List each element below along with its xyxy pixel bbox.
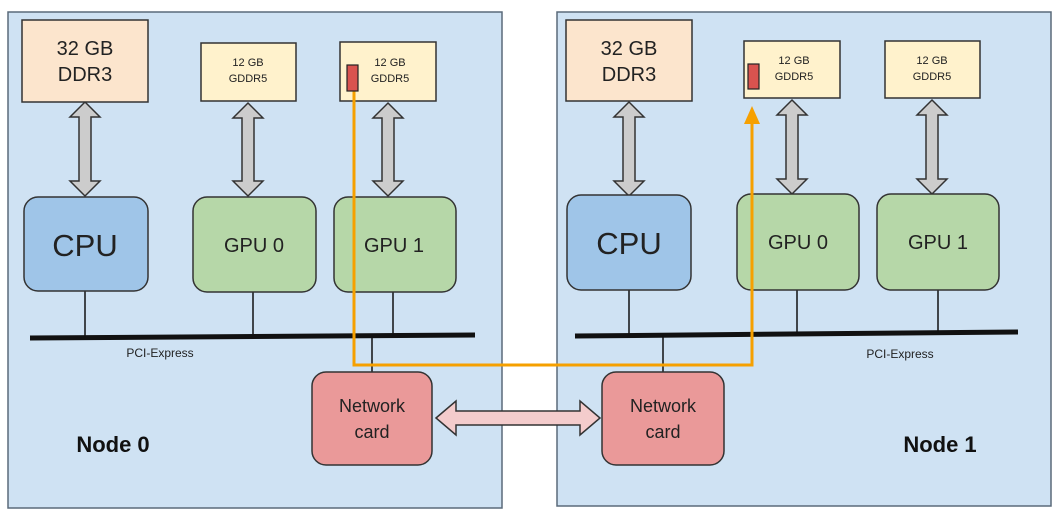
node-0-cpu-label: CPU [52, 228, 117, 263]
node-0-gpu0-memory-size: 12 GB [232, 57, 263, 69]
node-1-gpu0-memory-box [743, 40, 841, 99]
node-1-ram-size: 32 GB [601, 38, 658, 60]
node-0-gpu1-memory-size: 12 GB [374, 57, 405, 69]
source-data-marker [346, 64, 359, 92]
node-0-pci-express-bus [29, 332, 476, 341]
node-0-label: Node 0 [76, 432, 149, 457]
node-0-nic-label-line2: card [354, 422, 389, 442]
node-1-gpu1-memory-type: GDDR5 [913, 71, 952, 83]
node-1-gpu0-memory-type: GDDR5 [775, 71, 814, 83]
node-1-nic-label-line2: card [645, 422, 680, 442]
node-0-gpu0-memory-arrow [231, 101, 265, 198]
node-0-cpu-ram-arrow [68, 100, 102, 198]
node-1-ram-type: DDR3 [602, 64, 656, 86]
node-1-label: Node 1 [903, 432, 976, 457]
node-0-nic-label-line1: Network [339, 396, 406, 416]
node-0-network-card-box [311, 371, 433, 466]
node-1-gpu1-memory-box [884, 40, 981, 99]
node-1-gpu0-box [736, 193, 860, 291]
node-0-gpu0-label: GPU 0 [224, 235, 284, 257]
node-0-gpu0-memory-box [200, 42, 297, 102]
node-0-ram-type: DDR3 [58, 64, 112, 86]
network-link-arrow [434, 399, 602, 437]
node-1-gpu1-label: GPU 1 [908, 232, 968, 254]
node-0-gpu1-memory-type: GDDR5 [371, 73, 410, 85]
node-0-gpu1-memory-arrow [371, 101, 405, 198]
node-1-gpu1-box [876, 193, 1000, 291]
node-1-nic-label-line1: Network [630, 396, 697, 416]
node-1-cpu-box [566, 194, 692, 291]
node-0-gpu0-box [192, 196, 317, 293]
node-1-cpu-label: CPU [596, 226, 661, 261]
node-1-gpu1-memory-size: 12 GB [916, 55, 947, 67]
gpu-to-gpu-transfer-path [352, 90, 754, 367]
destination-data-marker [747, 63, 760, 90]
node-1-network-card-box [601, 371, 725, 466]
transfer-arrowhead-icon [744, 106, 760, 124]
node-1-gpu0-label: GPU 0 [768, 232, 828, 254]
node-1-bus-label: PCI-Express [866, 347, 933, 361]
node-0-bus-label: PCI-Express [126, 346, 193, 360]
node-0-gpu0-memory-type: GDDR5 [229, 73, 268, 85]
node-0-gpu1-box [333, 196, 457, 293]
node-0-ram-size: 32 GB [57, 38, 114, 60]
node-0-cpu-box [23, 196, 149, 292]
node-1-ram-box [565, 19, 693, 102]
node-0-gpu1-label: GPU 1 [364, 235, 424, 257]
node-0-ram-box [21, 19, 149, 103]
node-1-gpu0-memory-size: 12 GB [778, 55, 809, 67]
